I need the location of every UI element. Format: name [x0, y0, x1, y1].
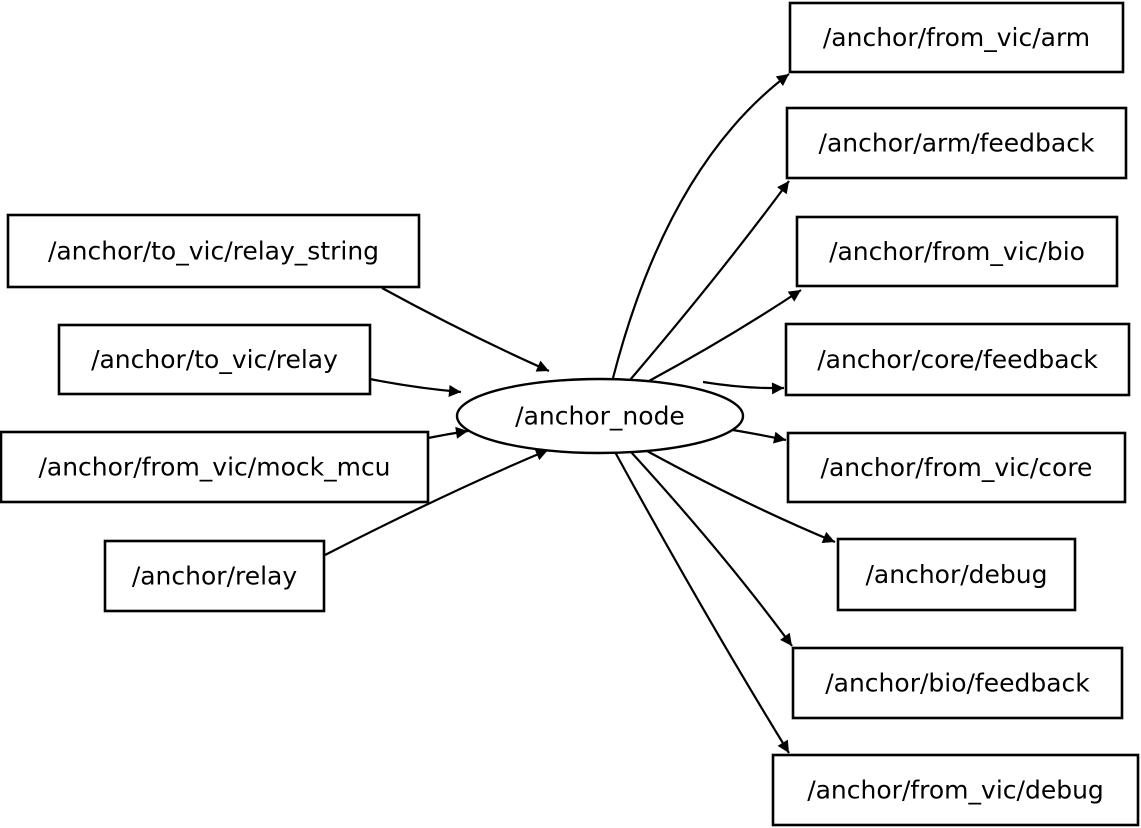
- node-from_vic_debug: /anchor/from_vic/debug: [771, 753, 1140, 827]
- edge-anchor_node-to-arm_feedback: [629, 180, 790, 381]
- node-from_vic_arm: /anchor/from_vic/arm: [788, 1, 1125, 74]
- node-to_vic_relay-box: [57, 323, 372, 396]
- edge-relay-to-anchor_node: [324, 448, 549, 556]
- node-arm_feedback: /anchor/arm/feedback: [785, 106, 1128, 180]
- node-to_vic_relay_string-label: /anchor/to_vic/relay_string: [48, 237, 379, 266]
- node-from_vic_core-box: [786, 431, 1127, 504]
- node-debug-label: /anchor/debug: [865, 560, 1047, 589]
- node-anchor_node: /anchor_node: [455, 377, 745, 455]
- node-from_vic_core: /anchor/from_vic/core: [786, 431, 1127, 504]
- node-to_vic_relay: /anchor/to_vic/relay: [57, 323, 372, 396]
- node-to_vic_relay_string-box: [6, 213, 421, 289]
- edge-anchor_node-to-from_vic_core: [726, 427, 787, 444]
- edge-anchor_node-to-from_vic_debug: [614, 451, 790, 754]
- node-from_vic_bio-label: /anchor/from_vic/bio: [829, 237, 1085, 266]
- node-core_feedback-box: [784, 322, 1131, 397]
- node-from_vic_mock_mcu-label: /anchor/from_vic/mock_mcu: [38, 453, 390, 482]
- edge-anchor_node-to-from_vic_bio: [648, 289, 802, 382]
- node-from_vic_arm-label: /anchor/from_vic/arm: [823, 23, 1090, 52]
- node-from_vic_core-label: /anchor/from_vic/core: [821, 453, 1093, 482]
- edges-layer: [324, 73, 836, 754]
- node-anchor_node-ellipse: [455, 377, 745, 455]
- edge-to_vic_relay_string-to-anchor_node: [381, 287, 550, 373]
- edge-anchor_node-to-from_vic_arm: [611, 73, 790, 379]
- node-bio_feedback-label: /anchor/bio/feedback: [825, 669, 1090, 698]
- edge-to_vic_relay-to-anchor_node: [369, 377, 462, 397]
- node-debug: /anchor/debug: [836, 537, 1077, 612]
- node-from_vic_bio: /anchor/from_vic/bio: [795, 215, 1119, 288]
- node-from_vic_mock_mcu: /anchor/from_vic/mock_mcu: [0, 430, 430, 504]
- node-arm_feedback-box: [785, 106, 1128, 180]
- node-from_vic_arm-box: [788, 1, 1125, 74]
- node-from_vic_debug-label: /anchor/from_vic/debug: [807, 776, 1104, 805]
- node-from_vic_mock_mcu-box: [0, 430, 430, 504]
- node-from_vic_debug-box: [771, 753, 1140, 827]
- node-bio_feedback: /anchor/bio/feedback: [791, 646, 1124, 720]
- node-debug-box: [836, 537, 1077, 612]
- node-anchor_node-label: /anchor_node: [515, 402, 685, 431]
- node-to_vic_relay-label: /anchor/to_vic/relay: [91, 345, 338, 374]
- edge-anchor_node-to-core_feedback: [702, 380, 785, 395]
- edge-from_vic_mock_mcu-to-anchor_node: [427, 426, 469, 440]
- node-core_feedback: /anchor/core/feedback: [784, 322, 1131, 397]
- edge-anchor_node-to-debug: [646, 450, 836, 544]
- node-relay-label: /anchor/relay: [132, 562, 298, 591]
- node-relay-box: [103, 539, 326, 613]
- node-to_vic_relay_string: /anchor/to_vic/relay_string: [6, 213, 421, 289]
- edge-anchor_node-to-bio_feedback: [630, 451, 793, 647]
- node-from_vic_bio-box: [795, 215, 1119, 288]
- node-arm_feedback-label: /anchor/arm/feedback: [819, 129, 1095, 158]
- node-core_feedback-label: /anchor/core/feedback: [817, 345, 1098, 374]
- node-bio_feedback-box: [791, 646, 1124, 720]
- node-relay: /anchor/relay: [103, 539, 326, 613]
